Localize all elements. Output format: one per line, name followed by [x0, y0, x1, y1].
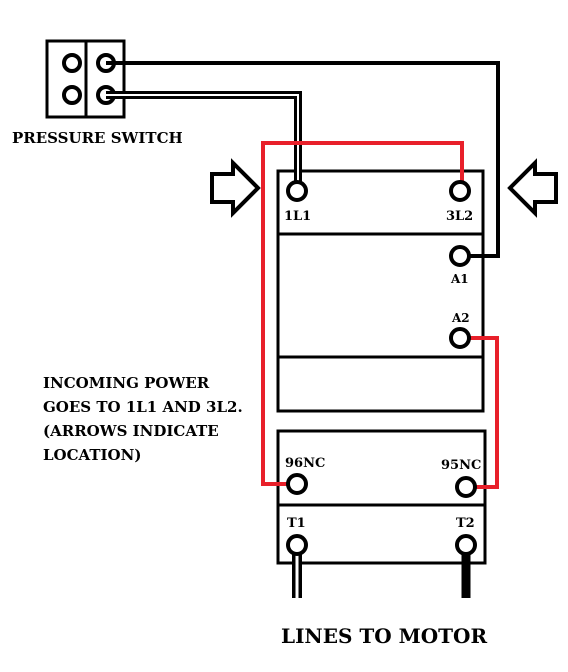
note-line: (ARROWS INDICATE [43, 422, 219, 440]
pressure-switch-label: PRESSURE SWITCH [12, 129, 183, 147]
terminal-1l1 [286, 180, 308, 202]
black-wire-to-a1 [106, 61, 500, 258]
terminal-95nc [455, 476, 477, 498]
note-line: GOES TO 1L1 AND 3L2. [43, 398, 243, 416]
label-a2: A2 [451, 311, 470, 325]
terminal-a2 [449, 327, 471, 349]
lines-to-motor-label: LINES TO MOTOR [281, 624, 487, 648]
black-wire-to-1l1 [106, 91, 302, 191]
terminal-a1 [449, 245, 471, 267]
label-96nc: 96NC [285, 456, 325, 471]
right-arrow-icon [210, 158, 261, 218]
note-line: LOCATION) [43, 446, 142, 464]
terminal-96nc [286, 473, 308, 495]
pressure-switch-terminal [62, 85, 82, 105]
terminal-3l2 [449, 180, 471, 202]
left-arrow-icon [507, 158, 558, 218]
label-1l1: 1L1 [284, 209, 311, 224]
red-wire-a2-to-95nc [460, 336, 499, 489]
contactor-body [276, 169, 485, 413]
pressure-switch-terminal [62, 53, 82, 73]
red-wire-3l2-to-96nc [261, 141, 464, 486]
incoming-power-note: INCOMING POWER GOES TO 1L1 AND 3L2. (ARR… [43, 371, 243, 467]
label-t1: T1 [287, 516, 306, 531]
label-t2: T2 [456, 516, 475, 531]
overload-relay [276, 429, 487, 565]
label-3l2: 3L2 [446, 209, 473, 224]
pressure-switch [45, 39, 126, 119]
contactor [276, 169, 485, 413]
terminal-t2 [455, 534, 477, 556]
label-95nc: 95NC [441, 458, 481, 473]
terminal-t1 [286, 534, 308, 556]
overload-body [276, 429, 487, 565]
label-a1: A1 [450, 272, 469, 286]
note-line: INCOMING POWER [43, 374, 210, 392]
